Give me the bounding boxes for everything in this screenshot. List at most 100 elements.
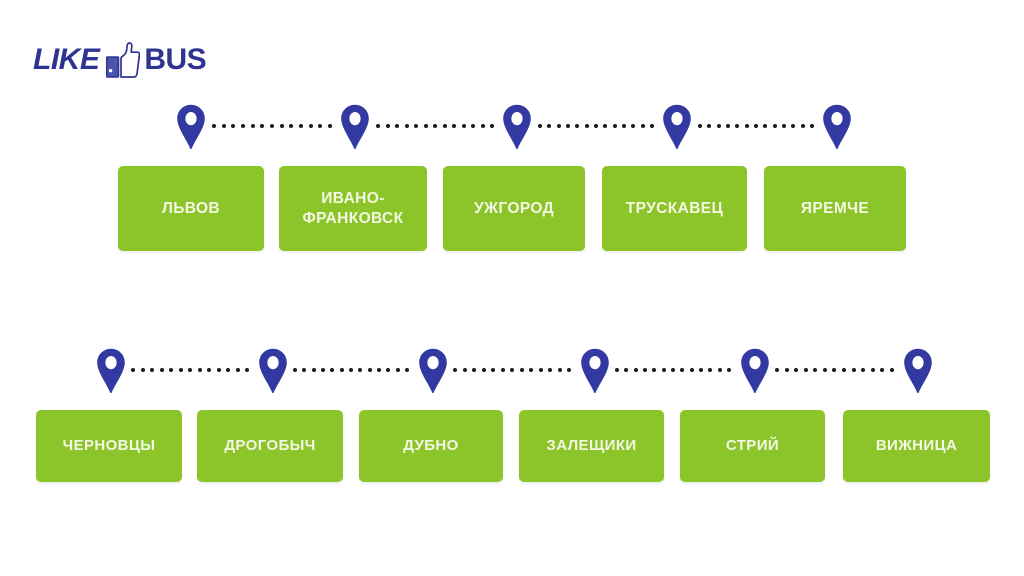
connector-dot xyxy=(308,123,313,128)
connector-dot xyxy=(339,367,344,372)
connector-dot xyxy=(197,367,202,372)
connector-dot xyxy=(556,123,561,128)
city-box[interactable]: ЧЕРНОВЦЫ xyxy=(36,410,182,482)
city-box[interactable]: УЖГОРОД xyxy=(443,166,585,251)
connector-dot xyxy=(593,123,598,128)
connector-dot xyxy=(781,123,786,128)
map-pin-icon xyxy=(740,348,770,394)
connector-dot xyxy=(717,367,722,372)
map-pin-icon xyxy=(340,104,370,150)
connector-dot xyxy=(822,367,827,372)
connector-dot xyxy=(327,123,332,128)
connector-dot xyxy=(385,123,390,128)
map-pin-icon xyxy=(96,348,126,394)
connector-dot xyxy=(245,367,249,372)
connector-dot xyxy=(716,123,721,128)
city-box[interactable]: ИВАНО- ФРАНКОВСК xyxy=(279,166,427,251)
city-label: ДРОГОБЫЧ xyxy=(224,437,316,455)
connector-dot xyxy=(461,123,466,128)
connector-dot xyxy=(433,123,437,128)
connector-dot xyxy=(231,123,236,128)
map-pin-icon xyxy=(258,348,288,394)
connector-dot xyxy=(649,123,654,128)
connector-dot xyxy=(612,123,617,128)
city-box[interactable]: ВИЖНИЦА xyxy=(843,410,990,482)
connector-dot xyxy=(311,367,316,372)
connector-dot xyxy=(298,123,303,128)
connector-dot xyxy=(640,123,645,128)
connector-dot xyxy=(279,123,284,128)
city-label: ВИЖНИЦА xyxy=(875,437,958,455)
connector-dot xyxy=(159,367,164,372)
connector-dot xyxy=(150,367,154,372)
connector-dot xyxy=(842,367,847,372)
pin-track-row-2 xyxy=(0,348,1024,410)
connector-dot xyxy=(567,367,571,372)
connector-dot xyxy=(376,367,381,372)
connector-dot xyxy=(832,367,837,372)
connector-dot xyxy=(404,367,409,372)
city-box[interactable]: СТРИЙ xyxy=(680,410,825,482)
map-pin-icon xyxy=(662,104,692,150)
connector-dot xyxy=(753,123,758,128)
connector-dot xyxy=(698,123,702,128)
pin-track-row-1 xyxy=(0,104,1024,166)
connector-dot xyxy=(621,123,626,128)
connector-dot xyxy=(250,123,255,128)
connector-dot xyxy=(565,123,570,128)
city-box[interactable]: ДУБНО xyxy=(359,410,503,482)
connector-dot xyxy=(698,367,703,372)
connector-dot xyxy=(330,367,335,372)
connector-dot xyxy=(178,367,183,372)
city-label: ТРУСКАВЕЦ xyxy=(625,199,724,217)
city-box[interactable]: ЯРЕМЧЕ xyxy=(764,166,906,251)
connector-dot xyxy=(725,123,730,128)
connector-dot xyxy=(395,123,399,128)
connector-dot xyxy=(538,123,542,128)
connector-dot xyxy=(404,123,409,128)
connector-dot xyxy=(851,367,856,372)
brand-word-bus: BUS xyxy=(144,43,207,76)
connector-dot xyxy=(763,123,768,128)
connector-dot xyxy=(472,367,476,372)
connector-dot xyxy=(803,367,808,372)
map-pin-icon xyxy=(502,104,532,150)
brand-logo: LIKE BUS xyxy=(33,40,207,80)
connector-dot xyxy=(386,367,391,372)
connector-dot xyxy=(491,367,495,372)
city-label: ЯРЕМЧЕ xyxy=(800,199,870,217)
connector-dot xyxy=(735,123,740,128)
connector-dot xyxy=(235,367,240,372)
connector-dot xyxy=(708,367,713,372)
connector-dot xyxy=(216,367,221,372)
connector-dot xyxy=(519,367,524,372)
connector-dot xyxy=(809,123,814,128)
connector-dot xyxy=(784,367,789,372)
connector-dot xyxy=(547,123,552,128)
connector-dot xyxy=(423,123,428,128)
connector-dot xyxy=(652,367,657,372)
connector-dot xyxy=(480,123,485,128)
connector-dot xyxy=(269,123,274,128)
connector-dot xyxy=(624,367,629,372)
connector-dot xyxy=(529,367,533,372)
connector-dot xyxy=(462,367,467,372)
connector-dot xyxy=(557,367,562,372)
connector-dot xyxy=(680,367,685,372)
connector-dot xyxy=(414,123,418,128)
city-box[interactable]: ЗАЛЕЩИКИ xyxy=(519,410,664,482)
city-box[interactable]: ТРУСКАВЕЦ xyxy=(602,166,747,251)
map-pin-icon xyxy=(903,348,933,394)
connector-dot xyxy=(800,123,805,128)
connector-dot xyxy=(226,367,230,372)
connector-dot xyxy=(320,367,325,372)
city-box[interactable]: ДРОГОБЫЧ xyxy=(197,410,343,482)
connector-dot xyxy=(615,367,619,372)
connector-dot xyxy=(302,367,307,372)
connector-dot xyxy=(471,123,475,128)
city-box[interactable]: ЛЬВОВ xyxy=(118,166,264,251)
connector-dot xyxy=(584,123,589,128)
connector-dot xyxy=(140,367,145,372)
